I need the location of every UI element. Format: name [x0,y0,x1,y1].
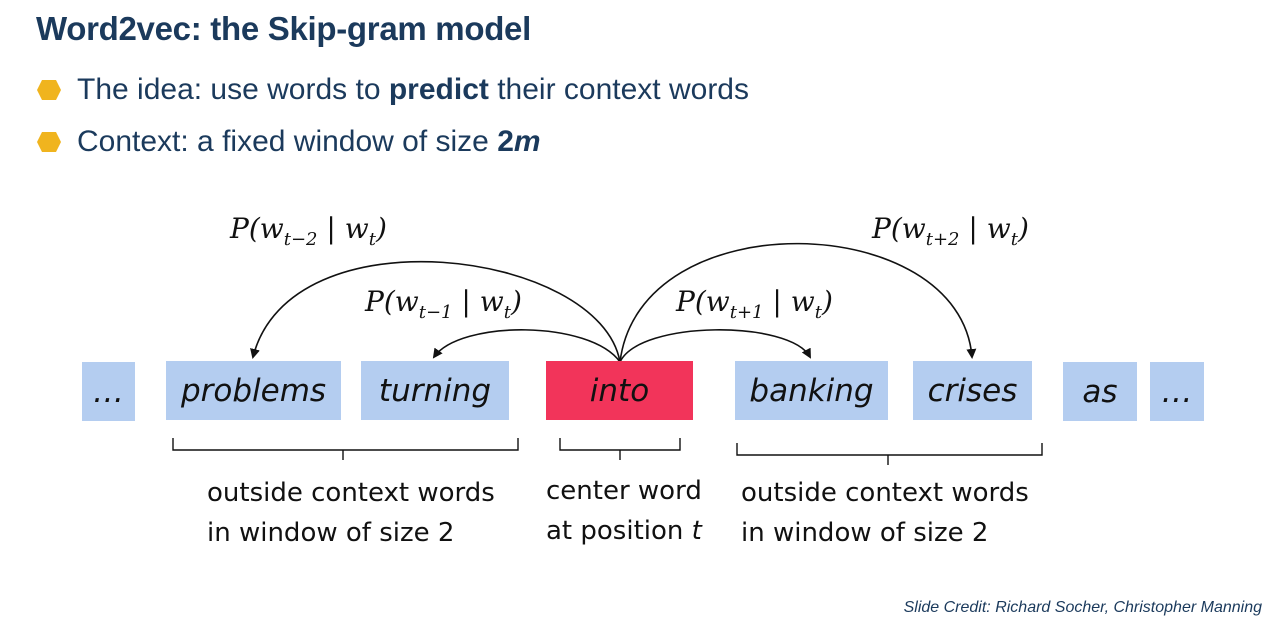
bullet-context-text: Context: a fixed window of size 2m [77,125,541,158]
brace-left [172,438,519,460]
prob-t-plus-2: P(wt+2 | wt) [872,212,1029,250]
brace-right [736,443,1043,465]
word-box-into-center: into [546,361,693,420]
word-box-banking: banking [735,361,888,420]
arc-to-crises [619,242,977,363]
hexagon-bullet-icon [37,80,61,100]
label-left-context: outside context words in window of size … [207,478,495,548]
arc-to-turning [432,329,621,363]
arc-to-banking [619,329,811,363]
word-box-ellipsis-right: … [1150,362,1204,421]
slide-title: Word2vec: the Skip-gram model [36,10,531,47]
bullet-idea-text: The idea: use words to predict their con… [77,73,749,106]
slide-credit: Slide Credit: Richard Socher, Christophe… [903,599,1262,616]
prob-t-plus-1: P(wt+1 | wt) [676,285,833,323]
word-box-crises: crises [913,361,1032,420]
brace-center [559,438,681,460]
label-center-word: center word at position t [546,476,702,546]
hexagon-bullet-icon [37,132,61,152]
bullet-context: Context: a fixed window of size 2m [36,125,541,159]
prob-t-minus-1: P(wt−1 | wt) [365,285,522,323]
word-box-ellipsis-left: … [82,362,135,421]
arc-to-problems [250,260,621,363]
word-box-as: as [1063,362,1137,421]
bullet-idea: The idea: use words to predict their con… [36,73,749,107]
label-right-context: outside context words in window of size … [741,478,1029,548]
word-box-turning: turning [361,361,509,420]
word-box-problems: problems [166,361,341,420]
prob-t-minus-2: P(wt−2 | wt) [230,212,387,250]
